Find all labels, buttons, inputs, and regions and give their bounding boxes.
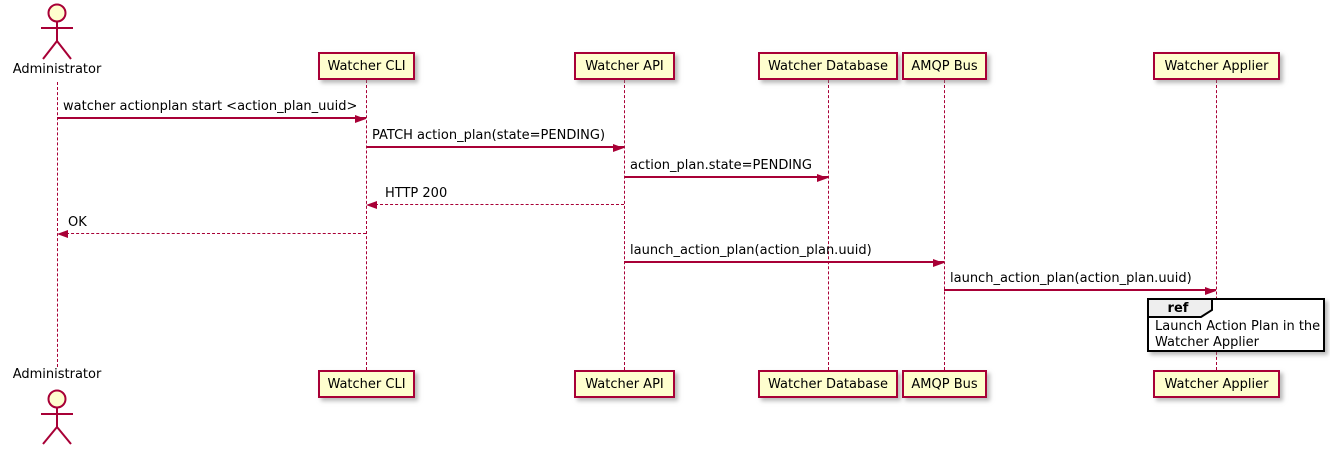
ref-fragment: ref Launch Action Plan in the Watcher Ap…: [1147, 298, 1325, 352]
message-label: launch_action_plan(action_plan.uuid): [630, 243, 872, 258]
ref-keyword: ref: [1167, 301, 1189, 316]
participant-watcher-database: Watcher Database: [758, 52, 898, 80]
participant-watcher-applier-bottom: Watcher Applier: [1153, 370, 1280, 398]
lifeline-watcher-cli: [366, 80, 367, 370]
message-line: [624, 261, 944, 263]
ref-text: Launch Action Plan in the Watcher Applie…: [1155, 319, 1320, 351]
actor-label: Administrator: [12, 62, 102, 77]
message-line: [366, 146, 624, 148]
arrowhead-icon: [933, 259, 944, 267]
lifeline-watcher-database: [828, 80, 829, 370]
actor-icon: [41, 389, 73, 445]
arrowhead-icon: [613, 144, 624, 152]
ref-text-line1: Launch Action Plan in the: [1155, 319, 1321, 334]
arrowhead-icon: [57, 230, 68, 238]
message-label: action_plan.state=PENDING: [630, 158, 812, 173]
message-line: [61, 233, 366, 234]
arrowhead-icon: [817, 174, 828, 182]
message-line: [944, 289, 1216, 291]
ref-text-line2: Watcher Applier: [1155, 335, 1259, 350]
message-line: [370, 204, 624, 205]
lifeline-watcher-applier: [1216, 80, 1217, 370]
participant-amqp-bus-bottom: AMQP Bus: [902, 370, 987, 398]
participant-watcher-cli-bottom: Watcher CLI: [318, 370, 415, 398]
lifeline-amqp-bus: [944, 80, 945, 370]
participant-watcher-database-bottom: Watcher Database: [758, 370, 898, 398]
message-label: OK: [68, 215, 87, 230]
message-label: launch_action_plan(action_plan.uuid): [950, 271, 1192, 286]
participant-amqp-bus: AMQP Bus: [902, 52, 987, 80]
message-line: [57, 117, 366, 119]
message-label: PATCH action_plan(state=PENDING): [372, 128, 606, 143]
message-label: watcher actionplan start <action_plan_uu…: [63, 99, 358, 114]
message-line: [624, 176, 828, 178]
message-label: HTTP 200: [385, 186, 448, 201]
participant-watcher-api-bottom: Watcher API: [574, 370, 675, 398]
participant-watcher-cli: Watcher CLI: [318, 52, 415, 80]
participant-watcher-applier: Watcher Applier: [1153, 52, 1280, 80]
arrowhead-icon: [366, 201, 377, 209]
arrowhead-icon: [1205, 287, 1216, 295]
lifeline-administrator: [57, 82, 58, 367]
arrowhead-icon: [355, 115, 366, 123]
lifeline-watcher-api: [624, 80, 625, 370]
participant-watcher-api: Watcher API: [574, 52, 675, 80]
actor-icon: [41, 3, 73, 60]
ref-header-icon: [1147, 298, 1213, 318]
actor-label-bottom: Administrator: [12, 367, 102, 382]
